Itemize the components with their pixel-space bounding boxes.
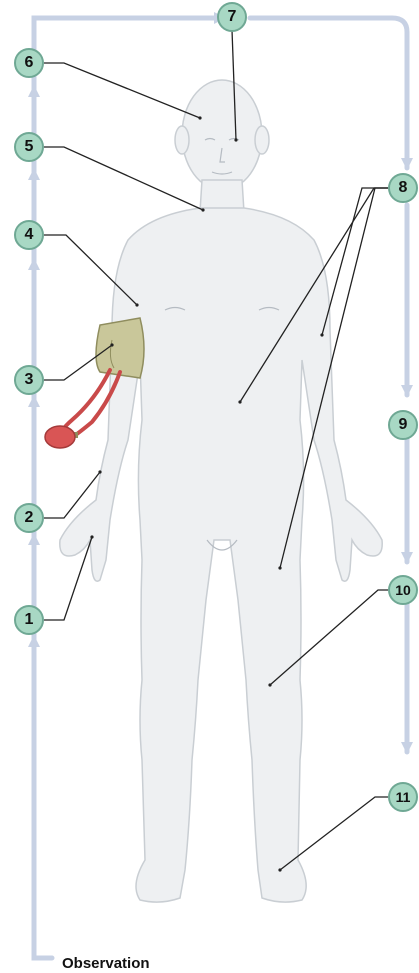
- step-badge-9: 9: [388, 410, 418, 440]
- step-badge-11: 11: [388, 782, 418, 812]
- step-badge-2: 2: [14, 503, 44, 533]
- step-badge-3: 3: [14, 365, 44, 395]
- step-badge-7: 7: [217, 2, 247, 32]
- caption-observation: Observation: [62, 955, 150, 972]
- step-badge-10: 10: [388, 575, 418, 605]
- step-badge-4: 4: [14, 220, 44, 250]
- human-body-figure: [60, 80, 382, 902]
- step-badge-1: 1: [14, 605, 44, 635]
- step-badge-5: 5: [14, 132, 44, 162]
- step-badge-6: 6: [14, 48, 44, 78]
- step-badge-8: 8: [388, 173, 418, 203]
